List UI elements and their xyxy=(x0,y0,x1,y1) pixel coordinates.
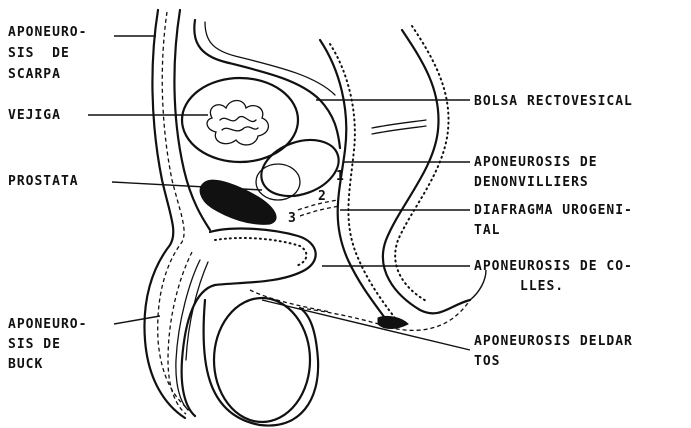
marker-2: 2 xyxy=(318,189,327,204)
corpus-spongiosum xyxy=(215,238,306,266)
peritoneum xyxy=(194,20,340,148)
label-prostata: PROSTATA xyxy=(8,174,79,189)
label-diafragma-line2: TAL xyxy=(474,223,500,238)
leader-dartos xyxy=(262,300,470,350)
rectum-anterior-wall xyxy=(320,40,392,328)
rectum-lumen-mark xyxy=(372,120,426,134)
label-dartos-line2: TOS xyxy=(474,354,500,369)
leader-buck xyxy=(114,316,160,324)
bladder-mucosa-folds xyxy=(220,116,258,130)
anatomical-drawing xyxy=(144,10,470,426)
abdominal-wall-outer xyxy=(144,10,185,418)
label-buck-line2: SIS DE xyxy=(8,337,61,352)
label-colles-line1: APONEUROSIS DE CO- xyxy=(474,259,633,274)
label-buck-line1: APONEURO- xyxy=(8,317,87,332)
label-colles-line2: LLES. xyxy=(520,279,564,294)
label-diafragma-line1: DIAFRAGMA UROGENI- xyxy=(474,203,633,218)
label-denonvilliers-line1: APONEUROSIS DE xyxy=(474,155,598,170)
leader-colles-hook xyxy=(470,270,486,300)
label-denonvilliers-line2: DENONVILLIERS xyxy=(474,175,589,190)
label-vejiga: VEJIGA xyxy=(8,108,61,123)
marker-1: 1 xyxy=(336,169,345,184)
rectum-posterior-wall xyxy=(383,30,470,313)
bladder-mucosa xyxy=(207,101,268,145)
marker-3: 3 xyxy=(288,211,297,226)
labels-left: APONEURO- SIS DE SCARPA VEJIGA PROSTATA … xyxy=(8,25,87,372)
label-bolsa-rectovesical: BOLSA RECTOVESICAL xyxy=(474,94,633,109)
scrotum-outline xyxy=(204,300,319,426)
label-dartos-line1: APONEUROSIS DELDAR xyxy=(474,334,633,349)
label-scarpa-line1: APONEURO- xyxy=(8,25,87,40)
leader-lines xyxy=(88,36,486,350)
label-scarpa-line3: SCARPA xyxy=(8,67,61,82)
perineal-body xyxy=(378,316,408,328)
testis xyxy=(214,298,310,422)
label-buck-line3: BUCK xyxy=(8,357,43,372)
label-scarpa-line2: SIS DE xyxy=(8,46,70,61)
rectum-posterior-dots xyxy=(395,26,448,302)
prostate xyxy=(254,130,347,206)
penis-outline xyxy=(182,229,316,416)
labels-right: BOLSA RECTOVESICAL APONEUROSIS DE DENONV… xyxy=(474,94,633,369)
